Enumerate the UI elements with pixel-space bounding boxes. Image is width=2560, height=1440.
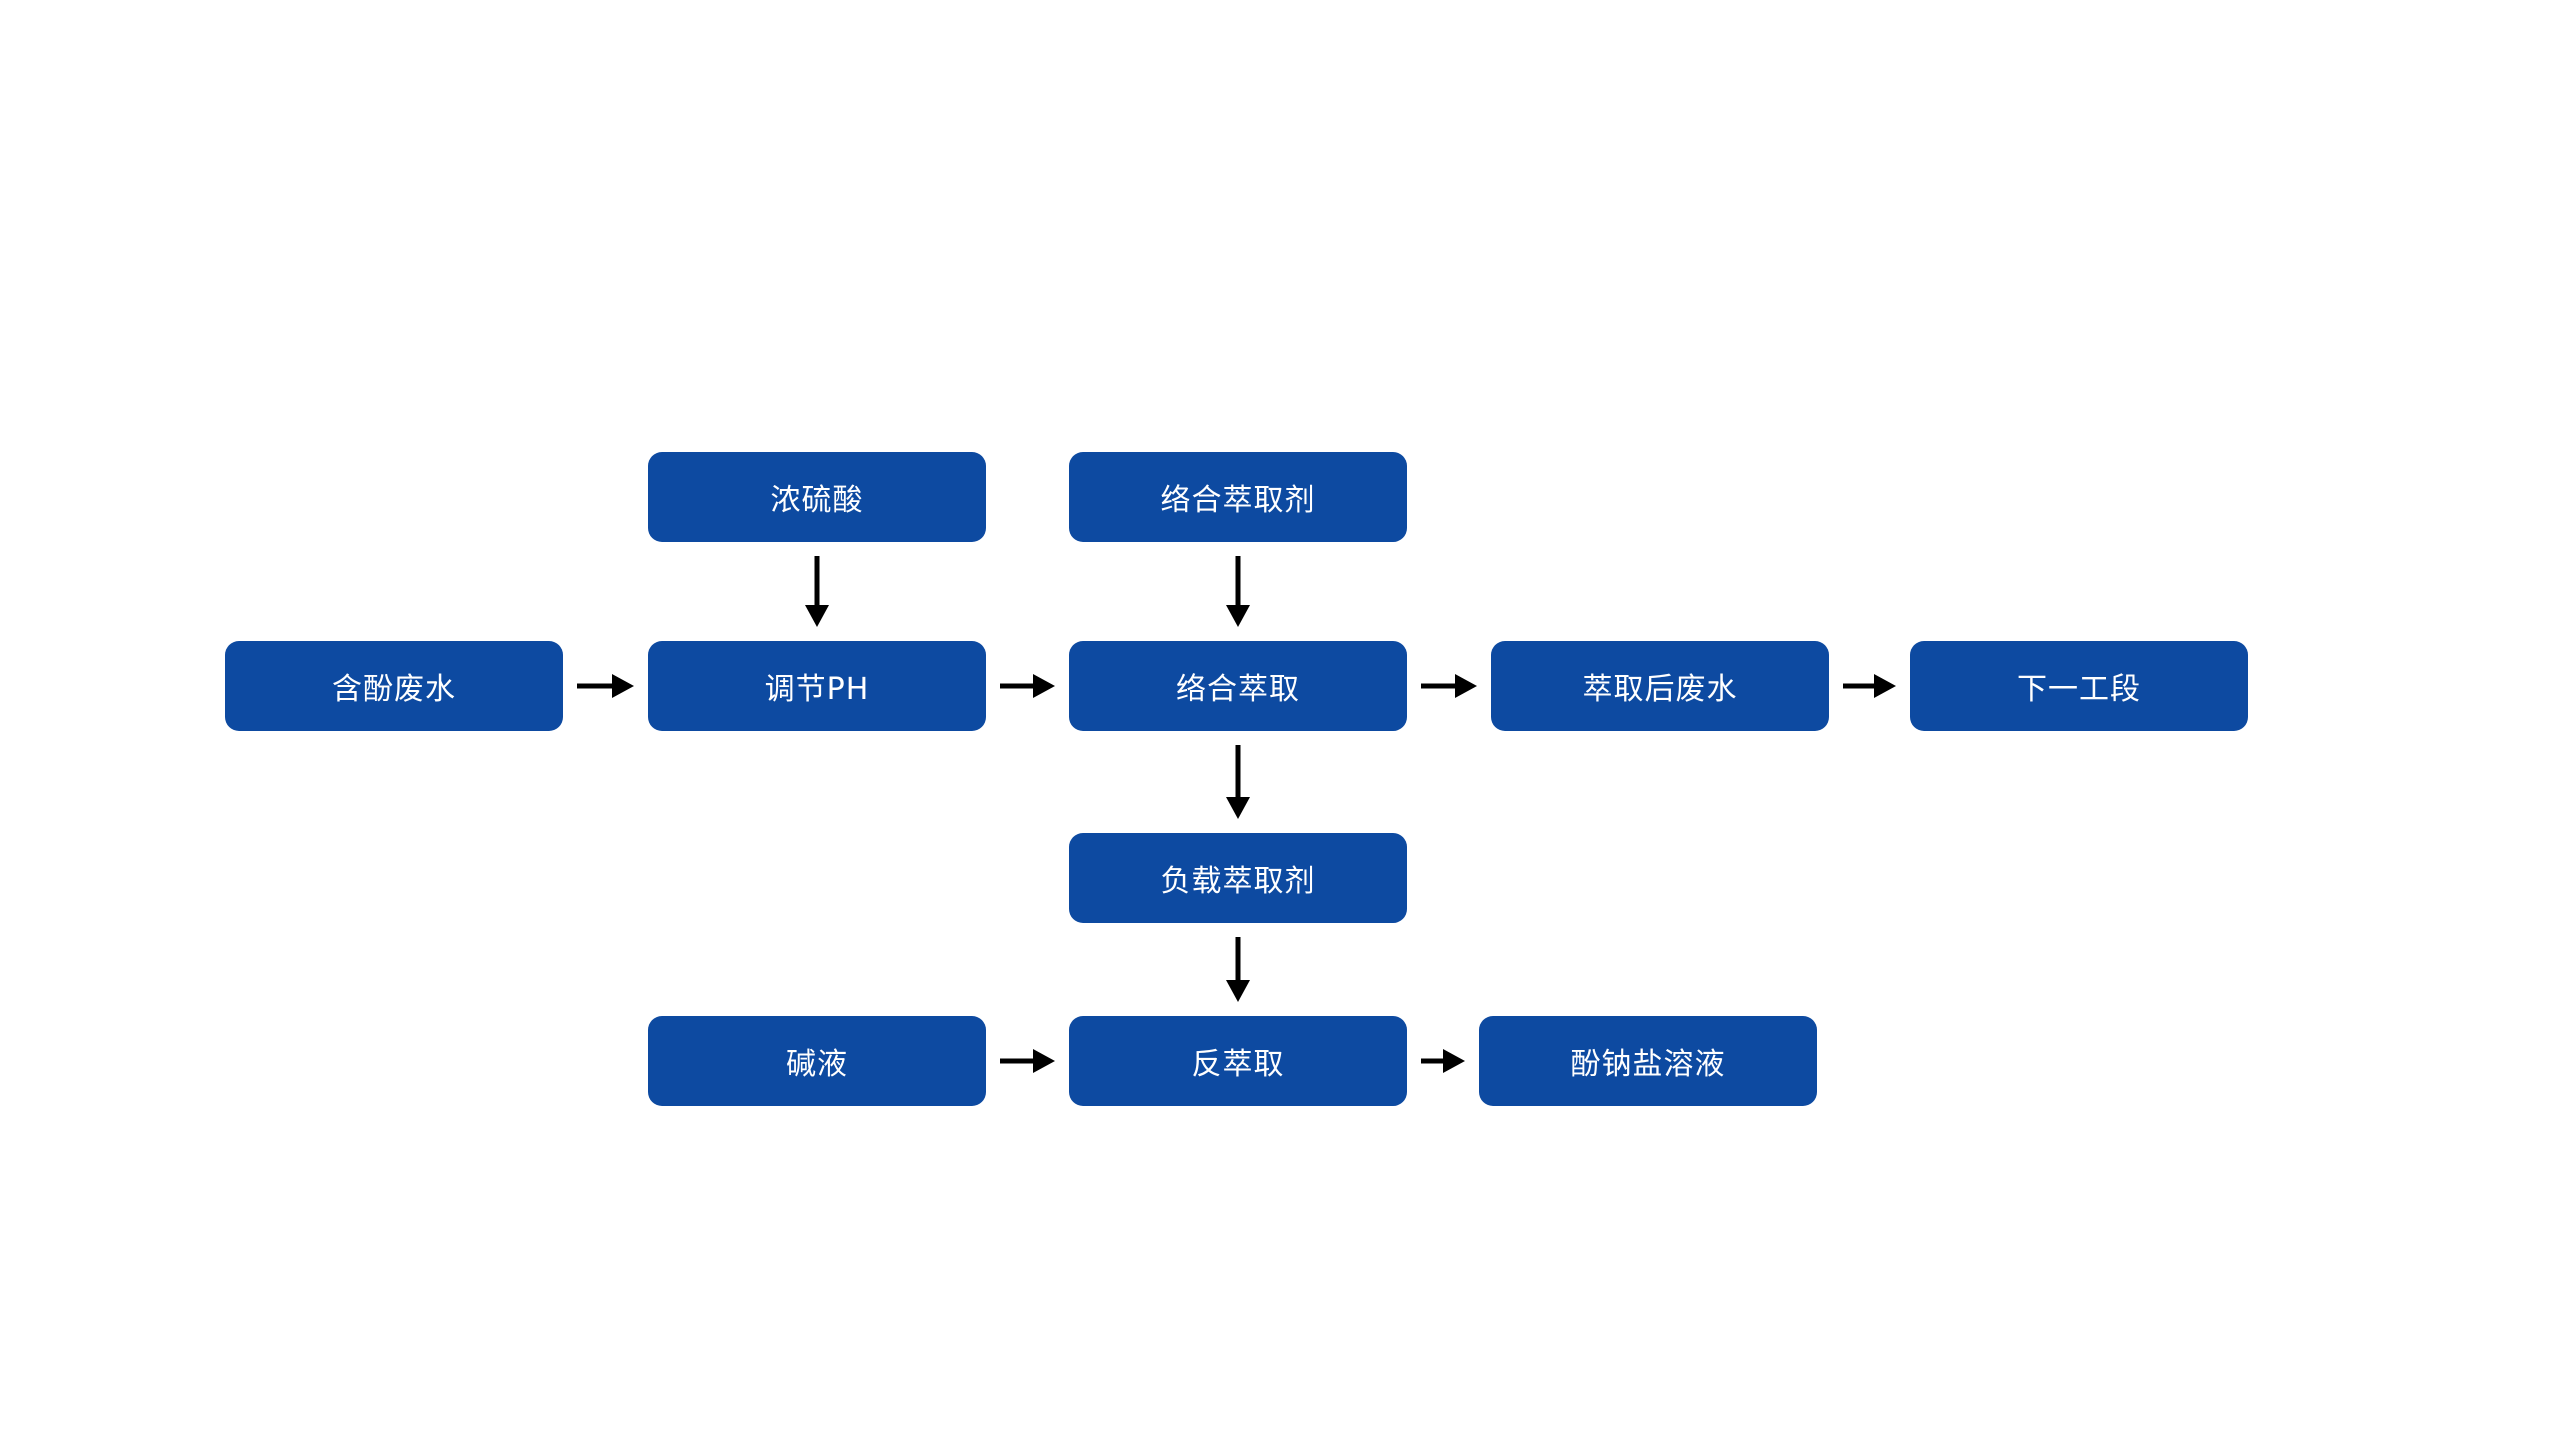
node-sodium-phenolate-solution: 酚钠盐溶液 [1479, 1016, 1817, 1106]
node-label: 络合萃取剂 [1160, 483, 1316, 518]
arrow-complex-extraction-to-loaded-extractant [1226, 745, 1250, 819]
node-label: 酚钠盐溶液 [1570, 1047, 1726, 1082]
arrow-complex-extraction-to-post-extraction-wastewater [1421, 674, 1477, 698]
arrow-post-extraction-wastewater-to-next-stage [1843, 674, 1896, 698]
node-label: 浓硫酸 [770, 483, 864, 518]
arrow-adjust-ph-to-complex-extraction [1000, 674, 1055, 698]
arrow-concentrated-sulfuric-acid-to-adjust-ph [805, 556, 829, 627]
node-label: 负载萃取剂 [1160, 864, 1316, 899]
arrow-back-extraction-to-sodium-phenolate-solution [1421, 1049, 1465, 1073]
node-next-stage: 下一工段 [1910, 641, 2248, 731]
arrow-complexing-extractant-to-complex-extraction [1226, 556, 1250, 627]
node-label: 碱液 [786, 1047, 848, 1082]
node-loaded-extractant: 负载萃取剂 [1069, 833, 1407, 923]
arrow-alkali-solution-to-back-extraction [1000, 1049, 1055, 1073]
node-label: 调节PH [764, 672, 870, 707]
node-label: 反萃取 [1191, 1047, 1285, 1082]
node-label: 下一工段 [2017, 672, 2141, 707]
node-adjust-ph: 调节PH [648, 641, 986, 731]
arrow-phenolic-wastewater-to-adjust-ph [577, 674, 634, 698]
node-label: 萃取后废水 [1582, 672, 1738, 707]
node-label: 络合萃取 [1176, 672, 1300, 707]
node-phenolic-wastewater: 含酚废水 [225, 641, 563, 731]
node-label: 含酚废水 [332, 672, 456, 707]
node-complexing-extractant: 络合萃取剂 [1069, 452, 1407, 542]
node-concentrated-sulfuric-acid: 浓硫酸 [648, 452, 986, 542]
node-alkali-solution: 碱液 [648, 1016, 986, 1106]
node-complex-extraction: 络合萃取 [1069, 641, 1407, 731]
arrow-loaded-extractant-to-back-extraction [1226, 937, 1250, 1002]
node-back-extraction: 反萃取 [1069, 1016, 1407, 1106]
node-post-extraction-wastewater: 萃取后废水 [1491, 641, 1829, 731]
